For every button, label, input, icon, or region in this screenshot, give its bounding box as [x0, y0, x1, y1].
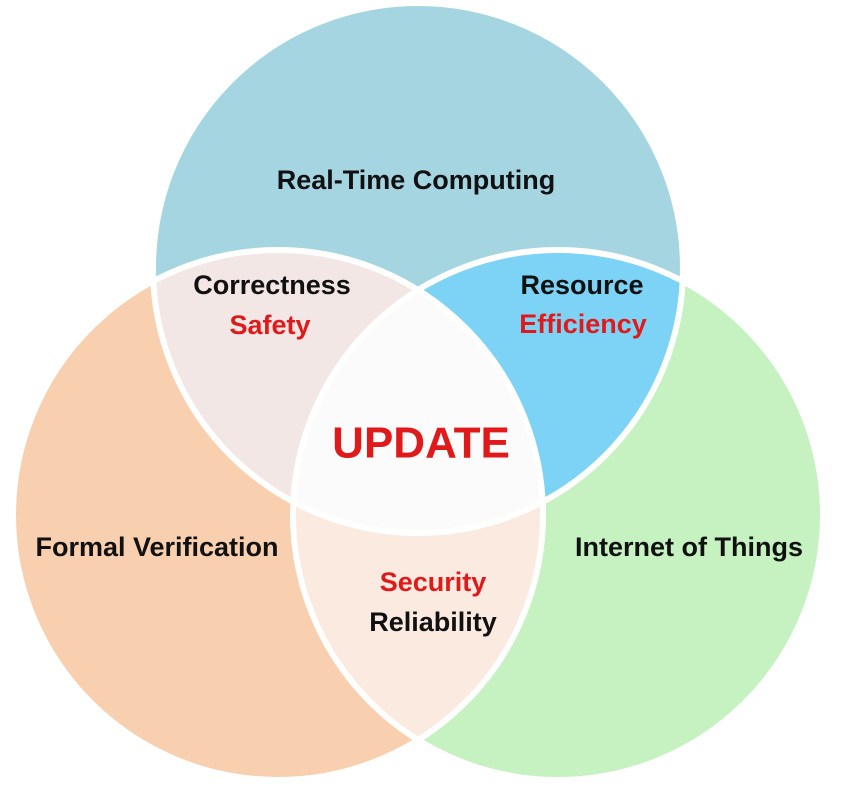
label-internet-of-things: Internet of Things: [575, 532, 803, 562]
outline-top: [150, 0, 686, 536]
outline-left: [10, 247, 546, 783]
label-reliability: Reliability: [369, 607, 497, 637]
overlap-center: [293, 250, 543, 533]
outline-right: [290, 247, 826, 783]
label-real-time-computing: Real-Time Computing: [277, 165, 556, 195]
label-security: Security: [380, 567, 487, 597]
label-safety: Safety: [229, 310, 310, 340]
label-formal-verification: Formal Verification: [35, 532, 278, 562]
label-resource: Resource: [520, 270, 643, 300]
label-efficiency: Efficiency: [519, 309, 647, 339]
label-update: UPDATE: [332, 419, 510, 468]
label-correctness: Correctness: [193, 270, 351, 300]
